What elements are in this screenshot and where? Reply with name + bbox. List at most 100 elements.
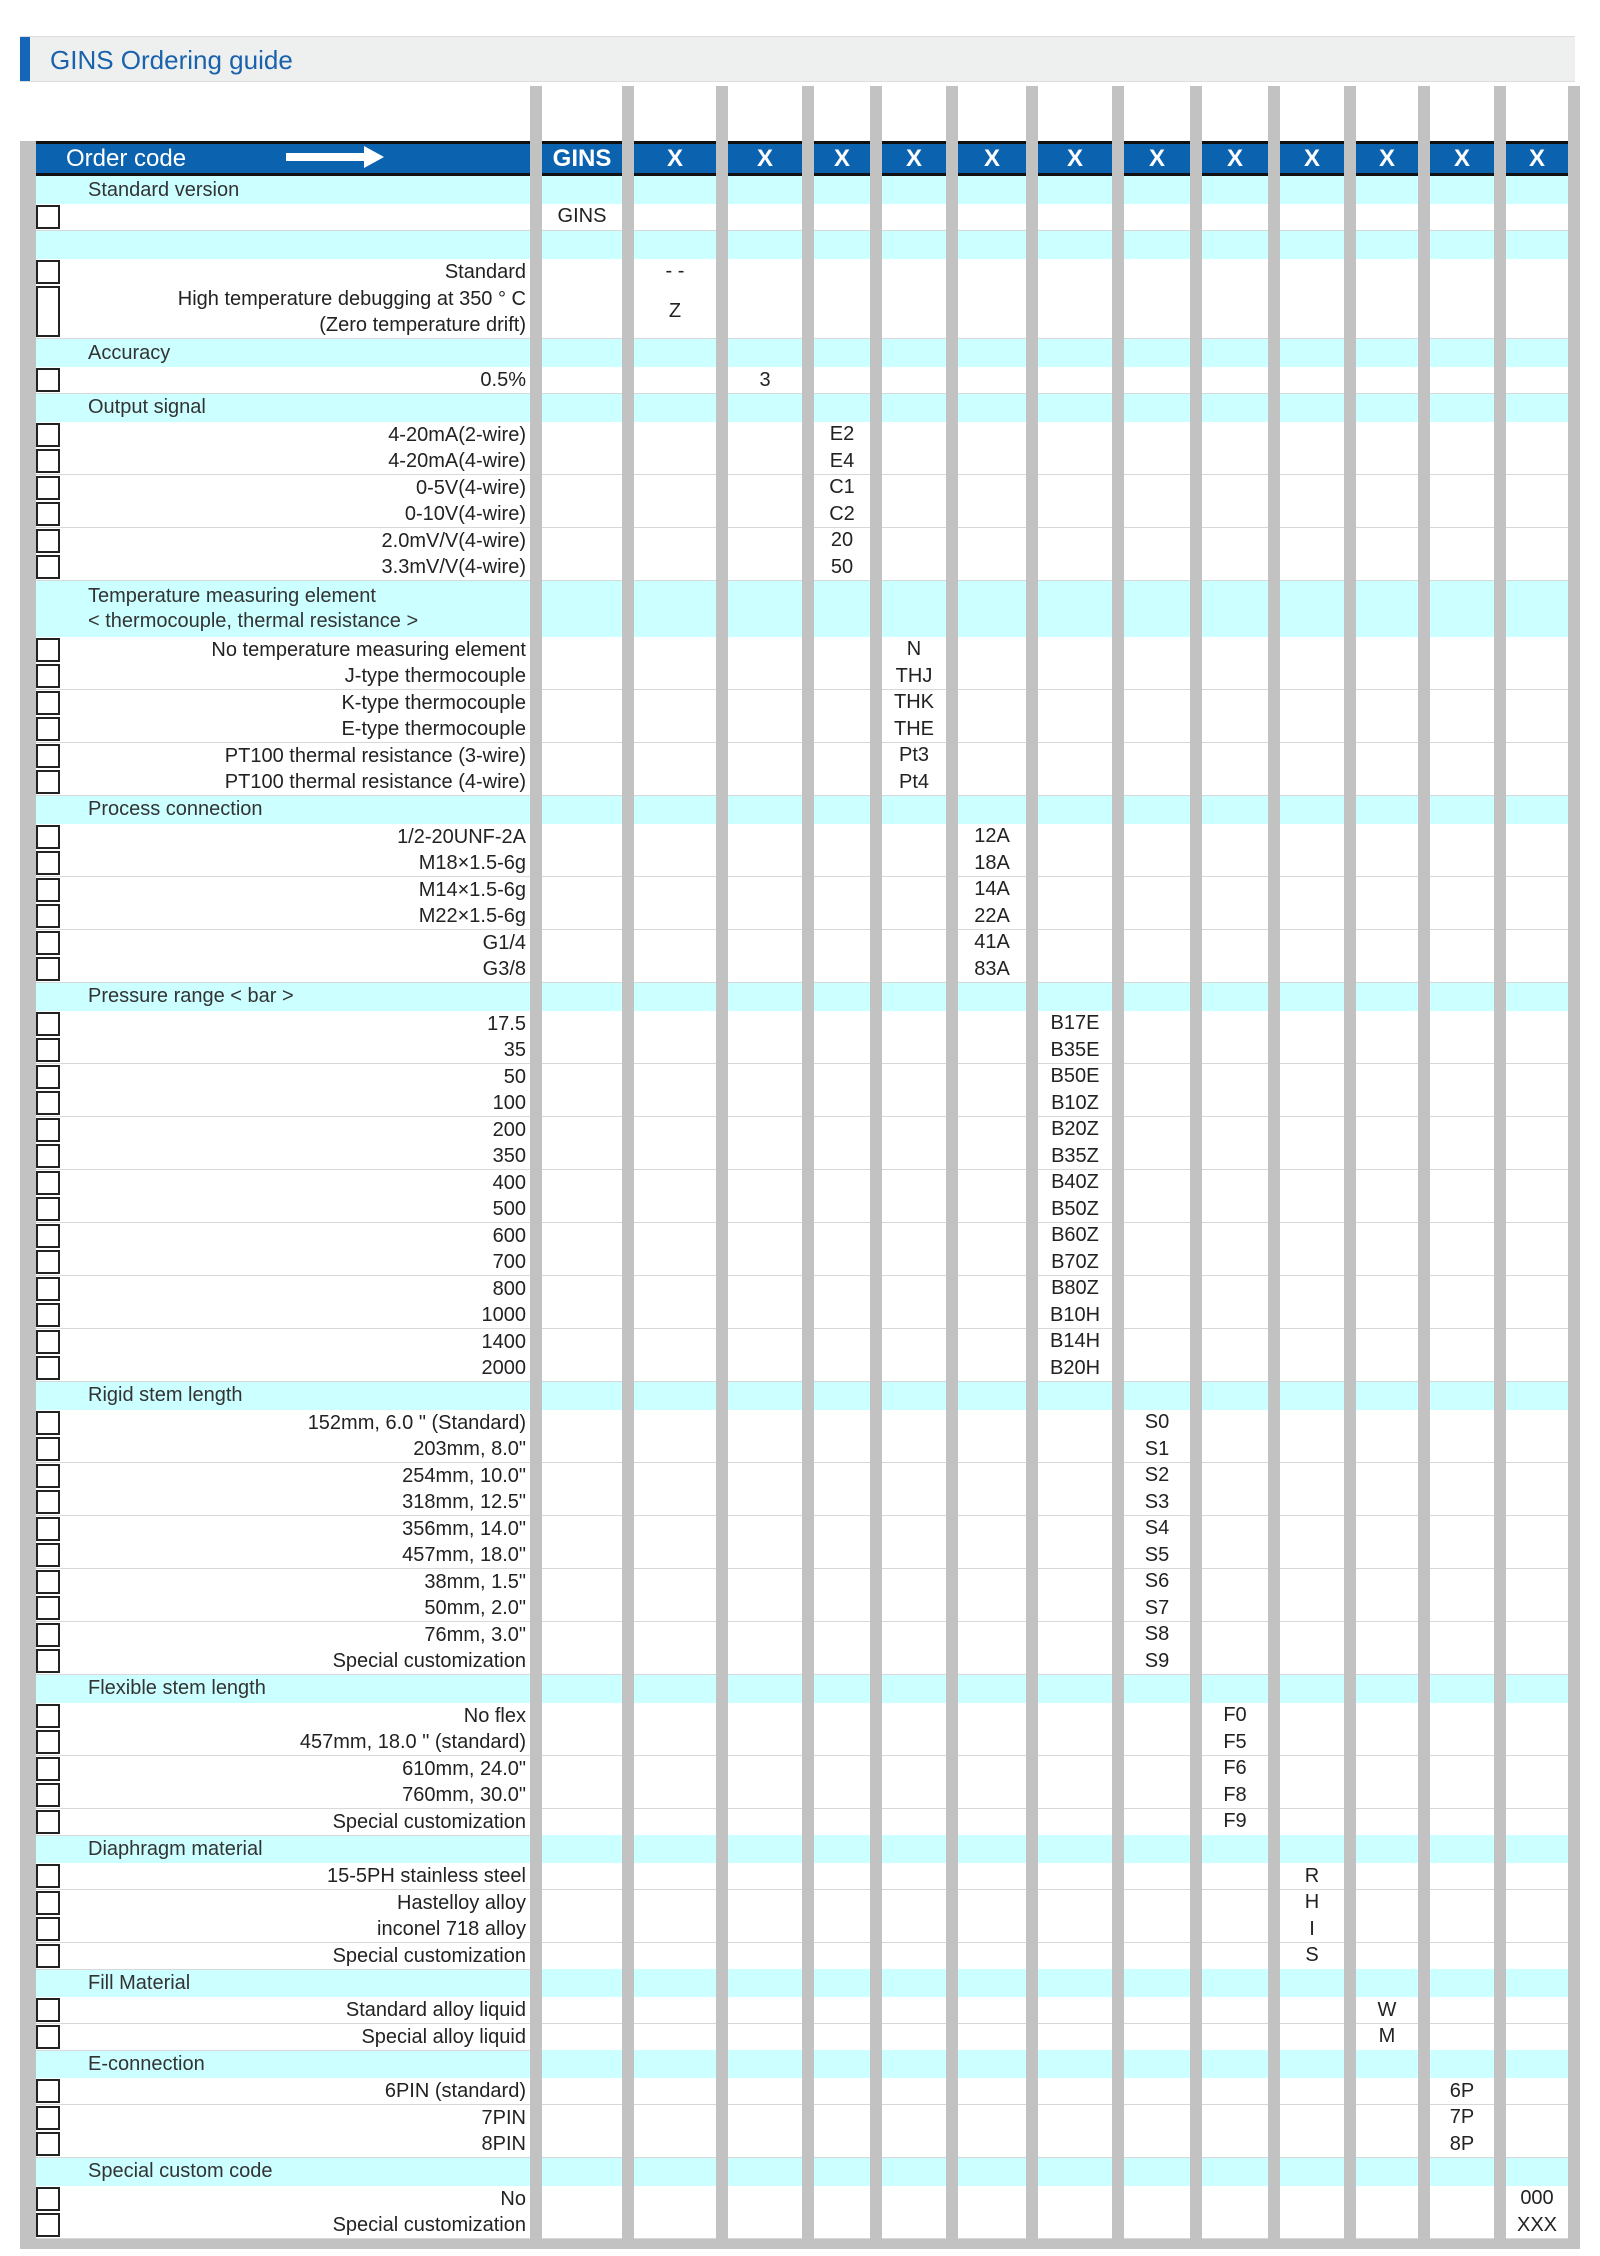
option-checkbox[interactable] [36, 1250, 60, 1274]
option-checkbox[interactable] [36, 743, 60, 768]
option-checkbox[interactable] [36, 2024, 60, 2049]
option-checkbox[interactable] [36, 1622, 60, 1647]
option-checkbox[interactable] [36, 1864, 60, 1888]
option-checkbox[interactable] [36, 475, 60, 500]
column-divider [1268, 2078, 1280, 2105]
option-checkbox[interactable] [36, 555, 60, 579]
option-checkbox[interactable] [36, 1809, 60, 1834]
code-cell [814, 1381, 870, 1410]
option-checkbox[interactable] [36, 1197, 60, 1221]
option-checkbox[interactable] [36, 1038, 60, 1062]
code-cell [1430, 393, 1494, 422]
option-checkbox[interactable] [36, 1649, 60, 1673]
column-divider [622, 1969, 634, 1997]
option-checkbox[interactable] [36, 690, 60, 715]
column-divider [1026, 1835, 1038, 1863]
option-checkbox[interactable] [36, 851, 60, 875]
option-label: M14×1.5-6g [418, 878, 526, 901]
option-checkbox[interactable] [36, 824, 60, 849]
option-checkbox[interactable] [36, 1356, 60, 1380]
column-divider [1026, 876, 1038, 904]
column-divider [946, 367, 958, 394]
option-checkbox[interactable] [36, 1329, 60, 1354]
option-checkbox[interactable] [36, 1516, 60, 1541]
code-cell [1280, 2104, 1344, 2132]
column-divider [622, 2131, 634, 2158]
option-checkbox[interactable] [36, 637, 60, 662]
option-checkbox[interactable] [36, 957, 60, 981]
code-cell [1124, 636, 1190, 664]
option-checkbox[interactable] [36, 1144, 60, 1168]
option-checkbox[interactable] [36, 1917, 60, 1941]
column-divider [716, 1648, 728, 1675]
option-checkbox[interactable] [36, 1011, 60, 1036]
option-checkbox[interactable] [36, 1569, 60, 1594]
code-cell [634, 2023, 716, 2051]
option-checkbox[interactable] [36, 877, 60, 902]
option-checkbox[interactable] [36, 205, 60, 229]
option-checkbox[interactable] [36, 1064, 60, 1089]
option-checkbox[interactable] [36, 1437, 60, 1461]
code-cell [728, 1674, 802, 1703]
code-cell [542, 2023, 622, 2051]
option-checkbox[interactable] [36, 1703, 60, 1728]
option-checkbox[interactable] [36, 1117, 60, 1142]
option-checkbox[interactable] [36, 1170, 60, 1195]
option-checkbox[interactable] [36, 1463, 60, 1488]
column-divider [1026, 663, 1038, 690]
option-checkbox[interactable] [36, 2079, 60, 2103]
option-checkbox[interactable] [36, 1730, 60, 1754]
option-checkbox[interactable] [36, 368, 60, 392]
column-divider [1268, 1782, 1280, 1809]
column-divider [716, 554, 728, 581]
option-checkbox[interactable] [36, 1943, 60, 1968]
column-divider [1190, 1143, 1202, 1170]
option-checkbox[interactable] [36, 286, 60, 337]
code-cell [1356, 1489, 1418, 1516]
option-checkbox[interactable] [36, 1783, 60, 1807]
option-checkbox[interactable] [36, 664, 60, 688]
option-checkbox[interactable] [36, 1410, 60, 1435]
option-checkbox[interactable] [36, 259, 60, 284]
option-checkbox[interactable] [36, 1543, 60, 1567]
code-cell [1356, 716, 1418, 743]
option-checkbox[interactable] [36, 2105, 60, 2130]
option-checkbox[interactable] [36, 422, 60, 447]
column-divider [1494, 689, 1506, 717]
option-checkbox[interactable] [36, 1091, 60, 1115]
code-cell [1124, 367, 1190, 394]
option-row: 318mm, 12.5"S3 [20, 1489, 1580, 1516]
column-divider [1268, 636, 1280, 664]
option-checkbox[interactable] [36, 930, 60, 955]
code-cell [634, 501, 716, 528]
option-checkbox[interactable] [36, 904, 60, 928]
option-checkbox[interactable] [36, 1303, 60, 1327]
option-checkbox[interactable] [36, 717, 60, 741]
code-cell [1356, 1381, 1418, 1410]
option-checkbox[interactable] [36, 2132, 60, 2156]
code-cell [814, 2157, 870, 2186]
column-divider [1268, 1436, 1280, 1463]
column-divider [1418, 1302, 1430, 1329]
option-checkbox[interactable] [36, 1596, 60, 1620]
option-label: Special customization [332, 1944, 526, 1967]
option-checkbox[interactable] [36, 1276, 60, 1301]
option-checkbox[interactable] [36, 770, 60, 794]
option-checkbox[interactable] [36, 502, 60, 526]
option-checkbox[interactable] [36, 1223, 60, 1248]
section-title: Output signal [88, 396, 206, 418]
option-checkbox[interactable] [36, 1490, 60, 1514]
option-checkbox[interactable] [36, 449, 60, 473]
option-checkbox[interactable] [36, 2213, 60, 2237]
column-divider [1190, 2238, 1202, 2249]
column-divider [1494, 1863, 1506, 1890]
column-divider [802, 716, 814, 743]
option-checkbox[interactable] [36, 1890, 60, 1915]
option-checkbox[interactable] [36, 1756, 60, 1781]
option-checkbox[interactable] [36, 528, 60, 553]
code-cell [542, 823, 622, 851]
option-checkbox[interactable] [36, 1998, 60, 2022]
option-checkbox[interactable] [36, 2186, 60, 2211]
column-divider [946, 1090, 958, 1117]
